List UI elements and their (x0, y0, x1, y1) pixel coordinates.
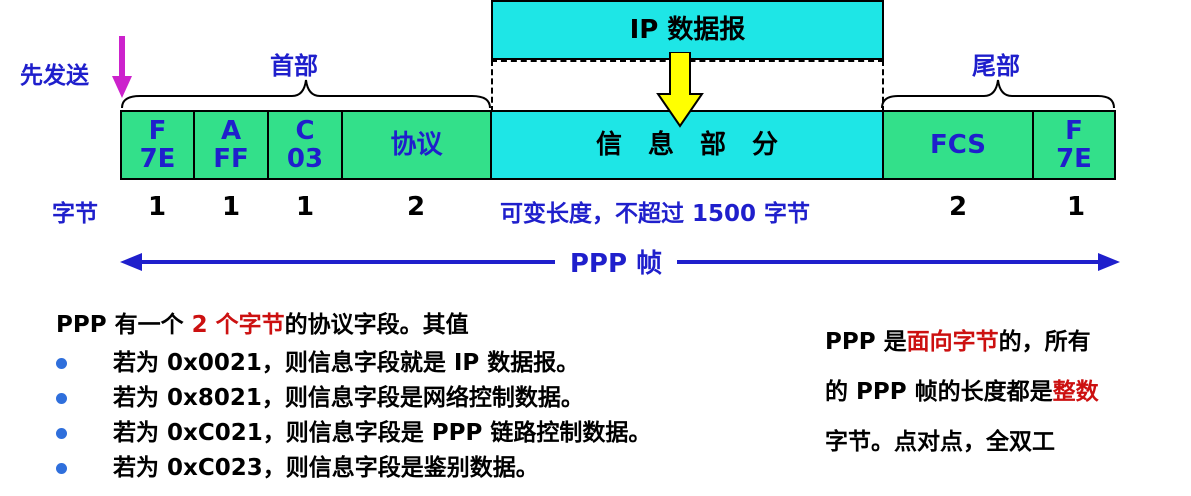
note-text: PPP 是 (825, 329, 907, 355)
byte-count-protocol: 2 (406, 192, 426, 222)
protocol-label: 协议 (390, 130, 443, 160)
address-field: A FF (193, 110, 269, 180)
header-brace (121, 79, 491, 109)
note-highlight: 面向字节 (906, 329, 999, 355)
down-arrow-icon (112, 36, 132, 98)
info-label: 信 息 部 分 (595, 130, 778, 160)
bullet-icon (56, 393, 67, 404)
note-line-3: 字节。点对点，全双工 (825, 429, 1055, 455)
yellow-down-arrow-icon (656, 52, 704, 128)
ppp-frame-label: PPP 帧 (569, 248, 663, 279)
list-item: 若为 0x0021，则信息字段就是 IP 数据报。 (56, 343, 579, 377)
bullet-icon (56, 428, 67, 439)
protocol-intro-b: 2 个字节 (191, 312, 285, 338)
flag-start-label: F (148, 116, 167, 146)
list-item: 若为 0xC023，则信息字段是鉴别数据。 (56, 448, 539, 482)
control-label: C (295, 116, 315, 146)
protocol-field: 协议 (341, 110, 492, 180)
byte-count-fcs: 2 (948, 192, 968, 222)
trailer-brace (881, 79, 1115, 109)
note-line-1: PPP 是面向字节的，所有 (825, 322, 1091, 356)
protocol-intro: PPP 有一个 2 个字节的协议字段。其值 (56, 305, 469, 339)
list-item-text: 若为 0x0021，则信息字段就是 IP 数据报。 (113, 350, 580, 376)
fcs-field: FCS (882, 110, 1034, 180)
list-item: 若为 0x8021，则信息字段是网络控制数据。 (56, 378, 584, 412)
ppp-frame-label-box: PPP 帧 (555, 238, 677, 284)
fcs-label: FCS (929, 130, 987, 160)
ip-datagram-box: IP 数据报 (491, 0, 884, 60)
trailer-label: 尾部 (972, 52, 1020, 80)
byte-count-flag-end: 1 (1066, 192, 1086, 222)
byte-count-flag-start: 1 (147, 192, 167, 222)
bullet-icon (56, 358, 67, 369)
flag-start-field: F 7E (120, 110, 195, 180)
address-value: FF (213, 144, 249, 174)
list-item: 若为 0xC021，则信息字段是 PPP 链路控制数据。 (56, 413, 651, 447)
dashed-line-right (882, 60, 884, 112)
flag-end-value: 7E (1056, 144, 1092, 174)
ip-datagram-label: IP 数据报 (629, 15, 746, 45)
send-first-label: 先发送 (20, 63, 89, 89)
flag-end-label: F (1065, 116, 1083, 146)
note-line-2: 的 PPP 帧的长度都是整数 (825, 372, 1099, 406)
list-item-text: 若为 0xC021，则信息字段是 PPP 链路控制数据。 (113, 420, 652, 446)
note-text: 的，所有 (998, 329, 1091, 355)
info-length-text: 可变长度，不超过 1500 字节 (500, 201, 811, 227)
flag-start-value: 7E (139, 144, 176, 174)
bullet-icon (56, 463, 67, 474)
header-label: 首部 (270, 52, 318, 80)
list-item-text: 若为 0xC023，则信息字段是鉴别数据。 (113, 455, 539, 481)
protocol-intro-c: 的协议字段。其值 (284, 312, 469, 338)
address-label: A (220, 116, 242, 146)
bytes-label: 字节 (52, 201, 98, 227)
flag-end-field: F 7E (1032, 110, 1116, 180)
note-text: 的 PPP 帧的长度都是 (825, 379, 1053, 405)
note-highlight: 整数 (1052, 379, 1099, 405)
control-field: C 03 (267, 110, 343, 180)
dashed-line-left (491, 60, 493, 112)
byte-count-control: 1 (295, 192, 315, 222)
byte-count-address: 1 (221, 192, 241, 222)
list-item-text: 若为 0x8021，则信息字段是网络控制数据。 (113, 385, 584, 411)
control-value: 03 (286, 144, 324, 174)
protocol-intro-a: PPP 有一个 (56, 312, 192, 338)
